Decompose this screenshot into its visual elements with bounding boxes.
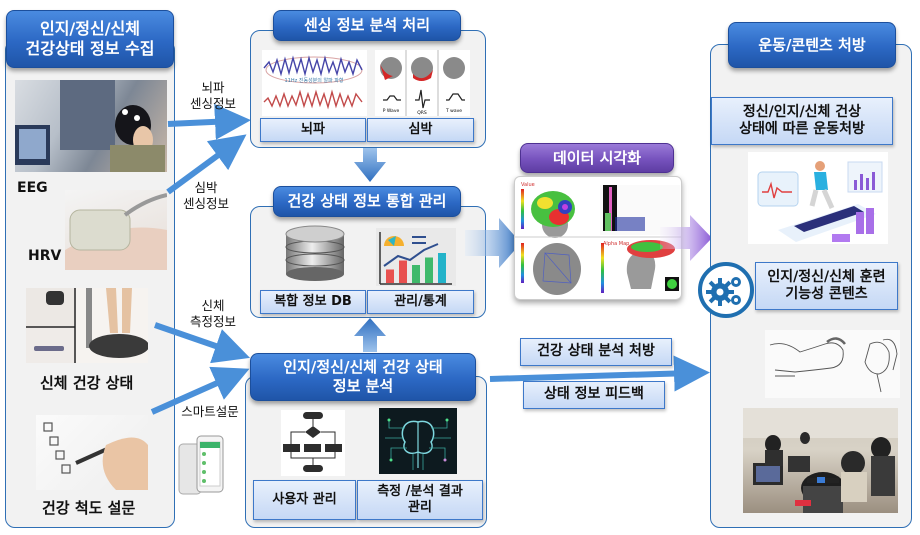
eeg-flow-label: 뇌파 센싱정보	[189, 80, 236, 112]
body-flow-arrow	[154, 322, 251, 364]
analysis-header: 인지/정신/신체 건강 상태 정보 분석	[250, 353, 476, 401]
eeg-label-box: 뇌파	[260, 118, 366, 142]
stats-bar	[425, 257, 433, 283]
p-wave-label: P Wave	[383, 108, 400, 114]
body-flow-label: 신체 측정정보	[189, 298, 236, 330]
collection-title-line2: 건강상태 정보 수집	[25, 39, 155, 58]
visualization-screenshot: Value Alpha Map	[514, 176, 682, 300]
health-analysis-prescription-label: 건강 상태 분석 처방	[520, 338, 672, 366]
smartphone-icon	[177, 432, 227, 502]
body-composition-scale-photo	[26, 288, 148, 363]
stats-bar	[399, 260, 407, 283]
alpha-map-label: Alpha Map	[603, 241, 629, 247]
value-panel-label: Value	[521, 182, 535, 188]
ecg-heart-image: P Wave QRS T wave	[375, 50, 470, 116]
health-survey-label: 건강 척도 설문	[42, 499, 136, 517]
user-management-label: 사용자 관리	[253, 480, 356, 520]
gear-icon	[698, 262, 754, 318]
classroom-training-photo	[743, 408, 898, 513]
to-prescription-arrow	[660, 215, 712, 261]
t-wave-label: T wave	[445, 108, 462, 114]
exercise-prescription-label: 정신/인지/신체 건상 상태에 따른 운동처방	[711, 97, 893, 145]
training-content-label: 인지/정신/신체 훈련 기능성 콘텐츠	[755, 262, 898, 310]
collection-header: 인지/정신/신체 건강상태 정보 수집	[6, 10, 174, 68]
eeg-flow-arrow	[167, 103, 251, 140]
eeg-label: EEG	[17, 180, 48, 196]
eeg-note: 11Hz 진동성분의 알파 파형	[285, 77, 344, 84]
composite-db-label: 복합 정보 DB	[260, 290, 366, 314]
visualization-header: 데이터 시각화	[520, 143, 674, 173]
qrs-label: QRS	[417, 110, 427, 116]
stats-bar	[412, 265, 420, 283]
pulse-oximeter-photo	[65, 190, 167, 270]
stats-bar	[438, 253, 446, 283]
result-management-label: 측정 /분석 결과 관리	[357, 480, 483, 520]
sensing-header: 센싱 정보 분석 처리	[273, 10, 461, 41]
to-visualization-arrow	[465, 218, 521, 268]
integration-header: 건강 상태 정보 통합 관리	[273, 186, 461, 217]
feedback-flow-arrow	[489, 355, 710, 392]
heartbeat-label-box: 심박	[367, 118, 474, 142]
head-posture-sketch	[765, 330, 900, 398]
stats-bar	[386, 269, 394, 283]
hr-flow-label: 심박 센싱정보	[182, 180, 229, 212]
eeg-cap-photo	[15, 80, 167, 172]
database-icon	[285, 225, 345, 281]
treadmill-exercise-illustration	[748, 152, 888, 244]
eeg-waveform-image: 11Hz 진동성분의 알파 파형	[262, 50, 367, 116]
status-feedback-label: 상태 정보 피드백	[523, 381, 665, 409]
body-health-label: 신체 건강 상태	[40, 374, 134, 392]
collection-title-line1: 인지/정신/신체	[39, 19, 140, 38]
statistics-chart-icon	[376, 228, 456, 286]
survey-pen-photo	[36, 415, 148, 490]
down-arrow-icon	[354, 148, 386, 182]
survey-flow-label: 스마트설문	[181, 404, 239, 419]
prescription-header: 운동/콘텐츠 처방	[728, 22, 896, 68]
stats-bars	[386, 253, 446, 283]
up-arrow-icon	[354, 318, 386, 352]
hr-flow-arrow	[166, 134, 247, 195]
survey-flow-arrow	[150, 366, 250, 415]
flowchart-icon	[281, 410, 345, 476]
ai-brain-icon	[379, 408, 457, 474]
management-stats-label: 관리/통계	[367, 290, 474, 314]
hrv-label: HRV	[28, 248, 62, 264]
